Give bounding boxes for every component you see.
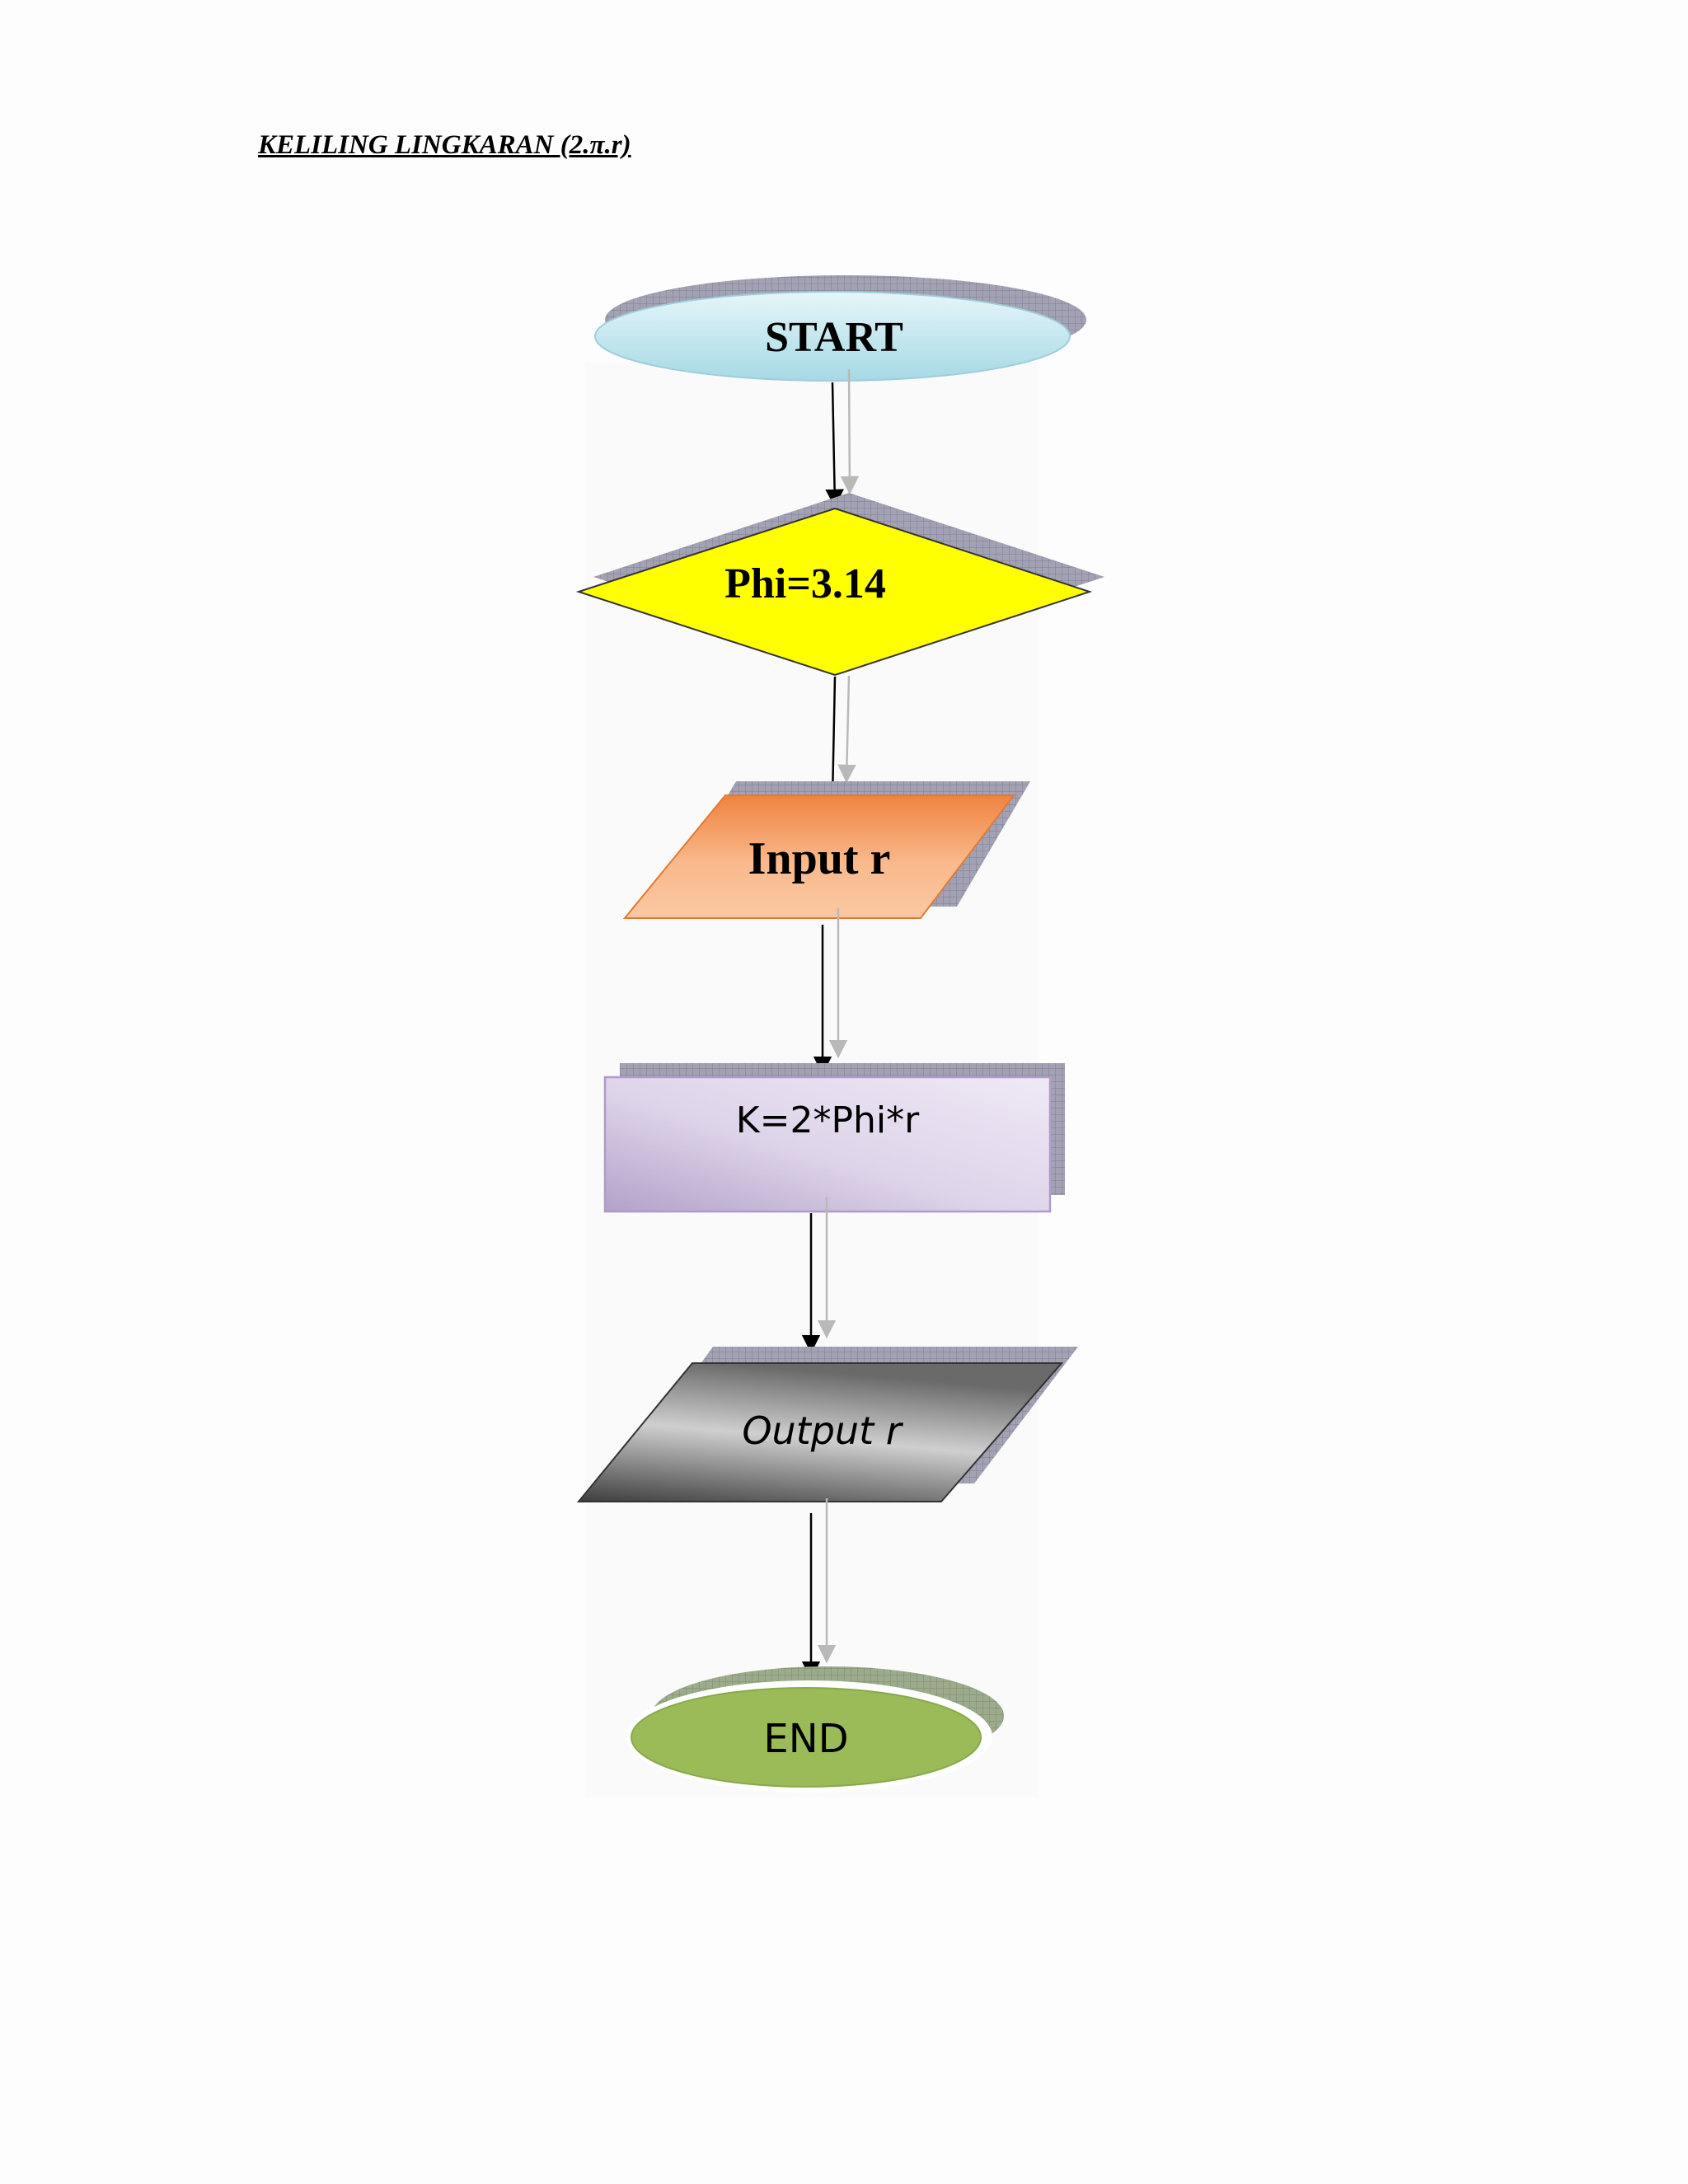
- input-data: Input r: [622, 781, 1030, 919]
- process-label: K=2*Phi*r: [736, 1099, 920, 1141]
- edge-process-output: [801, 1197, 837, 1354]
- phi-decision: Phi=3.14: [575, 493, 1104, 677]
- phi-label: Phi=3.14: [724, 560, 886, 607]
- start-terminator: START: [594, 275, 1086, 382]
- input-label: Input r: [748, 833, 891, 884]
- output-data: Output r: [576, 1347, 1078, 1502]
- edge-phi-input: [823, 675, 856, 802]
- edge-start-phi: [825, 368, 860, 509]
- output-label: Output r: [742, 1408, 903, 1453]
- end-label: END: [763, 1716, 848, 1762]
- edge-output-end: [801, 1498, 837, 1680]
- process-box: K=2*Phi*r: [603, 1063, 1065, 1213]
- edge-input-process: [813, 908, 848, 1076]
- start-label: START: [765, 314, 903, 361]
- page-title: KELILING LINGKARAN (2.π.r): [258, 130, 631, 160]
- end-terminator: END: [626, 1666, 1004, 1793]
